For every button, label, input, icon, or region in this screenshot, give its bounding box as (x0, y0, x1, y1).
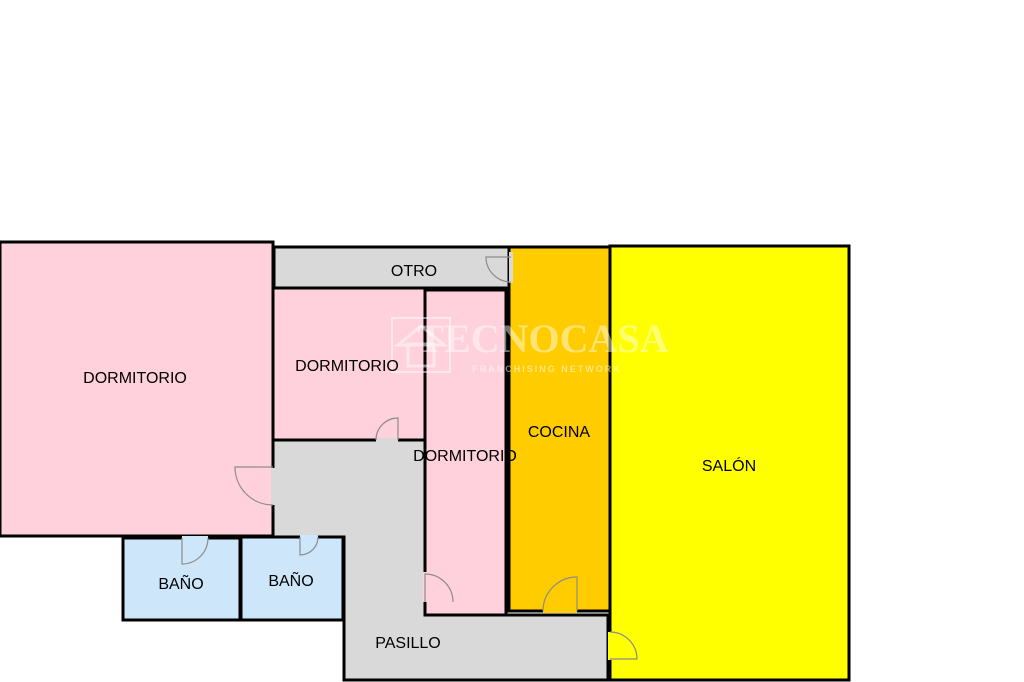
watermark: TECNOCASA FRANCHISING NETWORK (391, 316, 669, 374)
room-dormitorio-1-shape (0, 240, 275, 538)
door-swing-bano-2 (299, 536, 319, 556)
door-swing-dormitorio-1 (234, 466, 274, 506)
label-otro: OTRO (391, 263, 437, 280)
label-bano-2: BAÑO (268, 570, 313, 590)
house-logo-icon (391, 317, 451, 373)
label-pasillo: PASILLO (375, 635, 441, 652)
door-swing-otro (485, 256, 512, 283)
watermark-tagline: FRANCHISING NETWORK (472, 364, 622, 374)
door-swing-bano-1 (181, 537, 209, 565)
room-cocina-shape (507, 245, 612, 613)
label-dormitorio-1: DORMITORIO (83, 370, 187, 387)
room-bano-2-shape (239, 535, 345, 622)
door-swing-dormitorio-3 (424, 573, 454, 603)
label-cocina: COCINA (528, 424, 591, 441)
label-bano-1: BAÑO (158, 573, 203, 593)
room-dormitorio-3-shape (423, 288, 508, 617)
room-dormitorio-2-shape (271, 286, 427, 442)
door-swing-dormitorio-2 (375, 417, 399, 441)
label-dormitorio-2: DORMITORIO (295, 358, 399, 375)
label-salon: SALÓN (702, 456, 756, 475)
room-salon-shape (608, 244, 851, 682)
door-swing-cocina (542, 576, 578, 612)
watermark-brand: TECNOCASA (417, 316, 668, 361)
door-swing-salon (609, 631, 638, 660)
doors (181, 252, 638, 660)
label-dormitorio-3: DORMITORIO (413, 448, 517, 465)
